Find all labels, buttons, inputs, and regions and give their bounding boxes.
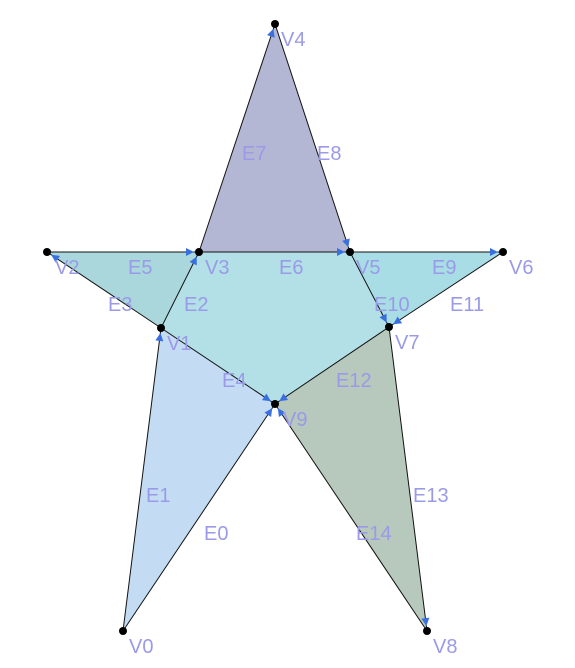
edge-label-e11: E11 [450,294,484,316]
edge-label-e2: E2 [184,294,208,316]
arrows-layer [51,28,498,627]
edge-arrow-e5 [186,248,194,256]
vertex-v4 [271,20,279,28]
vertices-layer [43,20,507,635]
edge-label-e4: E4 [222,370,246,392]
edge-e1 [122,327,162,632]
vertex-label-v7: V7 [395,332,419,354]
edge-arrow-e3 [51,254,61,263]
edge-e13 [388,326,428,632]
vertex-label-v8: V8 [433,636,457,658]
edge-label-e8: E8 [317,143,341,165]
edge-arrow-e13 [421,617,430,627]
edge-arrow-e8 [342,238,350,248]
edge-e11 [388,251,504,328]
edge-label-e12: E12 [336,370,372,392]
face-left-wing [47,252,199,328]
edge-e10 [349,251,390,328]
edge-label-e0: E0 [204,523,228,545]
vertex-label-v3: V3 [205,257,229,279]
vertex-v5 [346,248,354,256]
edge-arrow-e14 [277,408,286,418]
vertex-label-v2: V2 [55,257,79,279]
edge-e0 [122,403,276,632]
edge-arrow-e0 [264,408,273,418]
edge-label-e7: E7 [242,143,266,165]
edge-label-e13: E13 [413,485,449,507]
edge-arrow-e12 [279,393,289,402]
face-lower-left-leg [123,328,275,631]
edge-e4 [160,327,276,405]
edge-e14 [274,403,428,632]
edge-e8 [274,23,351,253]
edges-layer [46,23,504,632]
edge-e7 [198,23,276,253]
vertex-v8 [423,627,431,635]
vertex-v0 [119,627,127,635]
faces-layer [47,24,503,631]
face-top-point [199,24,350,252]
edge-label-e9: E9 [432,257,456,279]
vertex-v7 [385,323,393,331]
vertex-label-v0: V0 [129,636,153,658]
edge-label-e1: E1 [146,485,170,507]
edge-label-e3: E3 [108,294,132,316]
edge-label-e10: E10 [374,294,410,316]
edge-arrow-e10 [379,313,387,323]
vertex-label-v9: V9 [283,409,307,431]
vertex-v3 [195,248,203,256]
edge-label-e5: E5 [128,257,152,279]
edge-label-e6: E6 [279,257,303,279]
vertex-v9 [271,400,279,408]
edge-e12 [274,326,390,405]
edge-arrow-e7 [267,28,275,38]
vertex-label-v4: V4 [281,29,305,51]
edge-arrow-e11 [393,316,403,325]
edge-arrow-e9 [490,248,498,256]
vertex-label-v5: V5 [356,257,380,279]
vertex-v1 [157,324,165,332]
vertex-v2 [43,248,51,256]
edge-e2 [160,251,200,329]
edge-arrow-e4 [261,393,271,402]
vertex-label-v6: V6 [509,257,533,279]
face-right-wing [350,252,503,327]
vertex-label-v1: V1 [167,333,191,355]
edge-e3 [46,251,162,329]
vertex-v6 [499,248,507,256]
edge-arrow-e6 [337,248,345,256]
edge-arrow-e2 [189,256,197,266]
edge-arrow-e1 [155,332,164,342]
face-lower-right-leg [275,327,427,631]
edge-label-e14: E14 [356,523,392,545]
